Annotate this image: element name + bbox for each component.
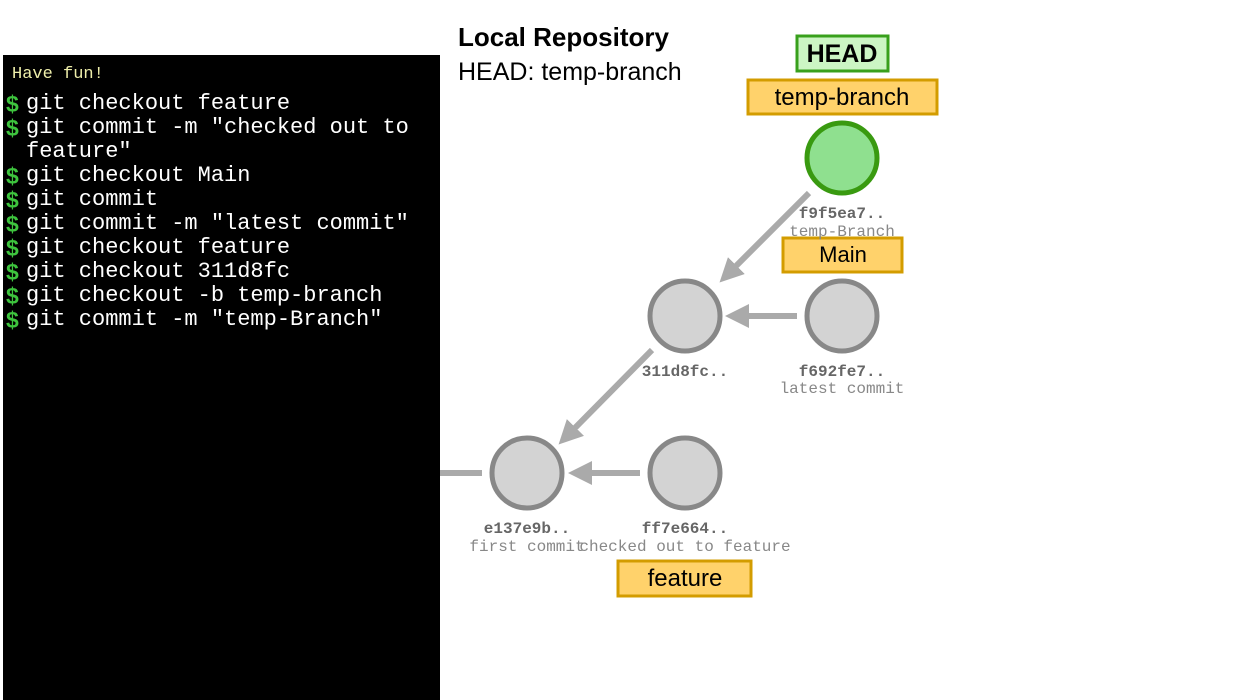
commit-id: ff7e664.. xyxy=(642,520,728,538)
terminal-command: $ git checkout feature xyxy=(6,91,440,117)
terminal-command: $ git commit xyxy=(6,187,440,213)
command-text: git commit -m "temp-Branch" xyxy=(26,307,383,332)
commit-id: e137e9b.. xyxy=(484,520,570,538)
prompt-symbol: $ xyxy=(6,163,19,189)
terminal-command: $ git commit -m "checked out to feature" xyxy=(6,115,440,164)
head-label: HEAD xyxy=(807,40,878,68)
branch-label-main[interactable]: Main xyxy=(781,236,904,274)
commit-node-f9f5ea7[interactable]: f9f5ea7.. temp-Branch xyxy=(789,120,895,241)
prompt-symbol: $ xyxy=(6,307,19,333)
command-text: git commit -m "checked out to feature" xyxy=(26,115,423,164)
terminal-command: $ git commit -m "temp-Branch" xyxy=(6,307,440,333)
commit-message: temp-Branch xyxy=(789,223,895,241)
command-text: git commit xyxy=(26,187,159,212)
prompt-symbol: $ xyxy=(6,259,19,285)
commit-id: f9f5ea7.. xyxy=(799,205,885,223)
command-text: git checkout Main xyxy=(26,163,251,188)
command-text: git checkout feature xyxy=(26,235,291,260)
commit-node-e137e9b[interactable]: e137e9b.. first commit xyxy=(469,435,585,556)
branch-label-temp-branch[interactable]: temp-branch xyxy=(746,78,939,116)
prompt-symbol: $ xyxy=(6,91,19,117)
prompt-symbol: $ xyxy=(6,211,19,237)
repo-title: Local Repository xyxy=(458,22,669,52)
commit-id: 311d8fc.. xyxy=(642,363,728,381)
command-text: git commit -m "latest commit" xyxy=(26,211,409,236)
commit-message: checked out to feature xyxy=(579,538,790,556)
branch-name: feature xyxy=(648,565,723,592)
command-text: git checkout -b temp-branch xyxy=(26,283,383,308)
terminal-command: $ git checkout -b temp-branch xyxy=(6,283,440,309)
commit-message: first commit xyxy=(469,538,584,556)
head-status: HEAD: temp-branch xyxy=(458,58,682,86)
commit-node-f692fe7[interactable]: f692fe7.. latest commit xyxy=(780,278,905,398)
commit-id: f692fe7.. xyxy=(799,363,885,381)
prompt-symbol: $ xyxy=(6,235,19,261)
command-text: git checkout feature xyxy=(26,91,291,116)
terminal-command: $ git checkout Main xyxy=(6,163,440,189)
command-text: git checkout 311d8fc xyxy=(26,259,291,284)
terminal[interactable]: Have fun! $ git checkout feature $ git com… xyxy=(3,55,440,700)
terminal-command: $ git checkout 311d8fc xyxy=(6,259,440,285)
terminal-welcome: Have fun! xyxy=(12,65,104,84)
head-label-box xyxy=(795,34,890,73)
prompt-symbol: $ xyxy=(6,187,19,213)
branch-name: temp-branch xyxy=(775,84,910,111)
commit-node-ff7e664[interactable]: ff7e664.. checked out to feature xyxy=(579,435,791,556)
commit-message: latest commit xyxy=(780,380,905,398)
prompt-symbol: $ xyxy=(6,283,19,309)
commit-node-311d8fc[interactable]: 311d8fc.. xyxy=(642,278,728,381)
terminal-command: $ git commit -m "latest commit" xyxy=(6,211,440,237)
parent-arrow xyxy=(719,190,812,283)
prompt-symbol: $ xyxy=(6,115,19,141)
branch-name: Main xyxy=(819,242,867,267)
terminal-command: $ git checkout feature xyxy=(6,235,440,261)
parent-arrow xyxy=(558,347,655,445)
branch-label-feature[interactable]: feature xyxy=(616,559,753,598)
